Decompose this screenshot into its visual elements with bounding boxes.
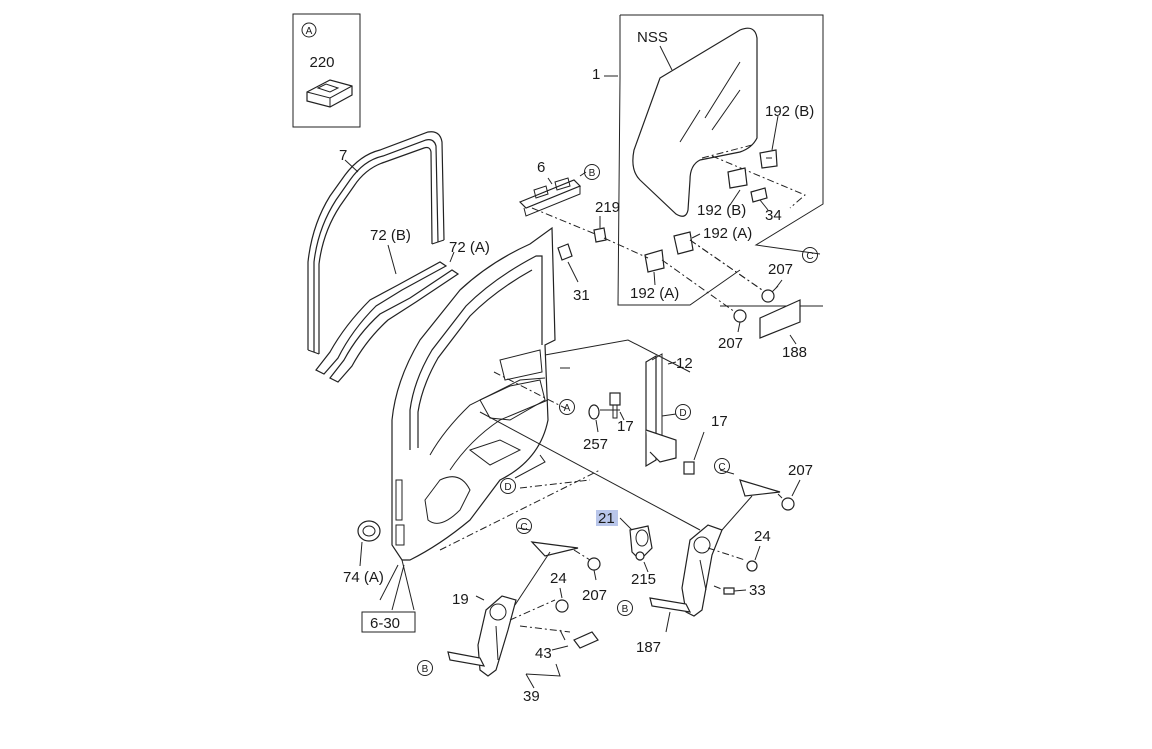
clip-21 — [629, 525, 653, 561]
label-215: 215 — [631, 571, 656, 588]
belt-molding-72b — [315, 261, 448, 375]
svg-text:B: B — [589, 168, 596, 179]
bracket-192b-top — [759, 149, 778, 169]
belt-molding-72a — [329, 269, 460, 383]
label-192b-top: 192 (B) — [765, 103, 814, 120]
marker-b-left: B — [417, 660, 433, 676]
svg-text:D: D — [504, 482, 511, 493]
label-24-right: 24 — [754, 528, 771, 545]
label-207-bottom: 207 — [718, 335, 743, 352]
bolt-24-left — [555, 599, 569, 613]
clip-219 — [593, 227, 607, 243]
svg-text:C: C — [718, 462, 725, 473]
bracket-192b-mid — [727, 167, 748, 189]
marker-c-glass: C — [802, 247, 818, 263]
bolt-24-right — [746, 560, 758, 572]
marker-a-door: A — [559, 399, 575, 415]
label-1: 1 — [592, 66, 600, 83]
ref-box-6-30 — [361, 611, 416, 633]
label-192a-left: 192 (A) — [630, 285, 679, 302]
label-220: 220 — [309, 54, 334, 71]
bolt-33 — [723, 587, 735, 595]
label-257: 257 — [583, 436, 608, 453]
svg-text:A: A — [306, 26, 313, 37]
glass-assembly-box — [617, 14, 824, 345]
marker-b-right: B — [617, 600, 633, 616]
label-17-left: 17 — [617, 418, 634, 435]
label-21: 21 — [598, 510, 615, 527]
clip-220-part — [306, 79, 353, 108]
bolt-17-left — [609, 392, 621, 419]
label-24-left: 24 — [550, 570, 567, 587]
label-31: 31 — [573, 287, 590, 304]
handle-43 — [551, 631, 599, 651]
label-192b-mid: 192 (B) — [697, 202, 746, 219]
svg-text:A: A — [564, 403, 571, 414]
bracket-192a-right — [673, 231, 694, 255]
label-188: 188 — [782, 344, 807, 361]
bracket-192a-left — [644, 249, 665, 273]
svg-text:B: B — [622, 604, 629, 615]
label-207-top: 207 — [768, 261, 793, 278]
label-6-30: 6-30 — [370, 615, 400, 632]
plug-74a — [357, 520, 381, 542]
grommet-31 — [557, 243, 573, 261]
label-7: 7 — [339, 147, 347, 164]
plate-c-left — [530, 541, 579, 557]
label-192a-right: 192 (A) — [703, 225, 752, 242]
svg-text:C: C — [806, 251, 813, 262]
door-glass — [632, 27, 758, 217]
label-43: 43 — [535, 645, 552, 662]
highlight-21 — [596, 510, 618, 526]
channel-6 — [518, 177, 582, 217]
regulator-187 — [649, 524, 723, 617]
bolt-207-right — [777, 493, 795, 511]
run-channel-12 — [645, 353, 677, 468]
label-nss: NSS — [637, 29, 668, 46]
svg-text:C: C — [520, 522, 527, 533]
label-207-right: 207 — [788, 462, 813, 479]
bolt-207-bottom — [733, 309, 747, 323]
regulator-19 — [447, 595, 517, 677]
weatherstrip-7 — [307, 131, 445, 355]
svg-text:B: B — [422, 664, 429, 675]
bolt-17-right — [683, 461, 695, 475]
clip-34 — [750, 187, 768, 203]
marker-b-channel: B — [584, 164, 600, 180]
washer-257 — [588, 404, 600, 420]
bolt-207-top — [761, 285, 779, 303]
label-17-right: 17 — [711, 413, 728, 430]
label-72a: 72 (A) — [449, 239, 490, 256]
label-sheet-188 — [759, 299, 801, 339]
label-219: 219 — [595, 199, 620, 216]
inset-box: A 220 — [292, 13, 361, 128]
marker-c-right: C — [714, 458, 730, 474]
label-39: 39 — [523, 688, 540, 705]
marker-d-door: D — [500, 478, 516, 494]
door-panel — [391, 226, 556, 561]
svg-text:D: D — [679, 408, 686, 419]
label-74a: 74 (A) — [343, 569, 384, 586]
label-19: 19 — [452, 591, 469, 608]
label-6: 6 — [537, 159, 545, 176]
label-72b: 72 (B) — [370, 227, 411, 244]
plate-c-right — [739, 479, 781, 497]
marker-c-left: C — [516, 518, 532, 534]
label-34: 34 — [765, 207, 782, 224]
inset-marker: A — [301, 22, 317, 38]
label-207-left: 207 — [582, 587, 607, 604]
label-12: 12 — [676, 355, 693, 372]
screw-215 — [635, 551, 645, 561]
marker-d-run: D — [675, 404, 691, 420]
label-33: 33 — [749, 582, 766, 599]
label-187: 187 — [636, 639, 661, 656]
